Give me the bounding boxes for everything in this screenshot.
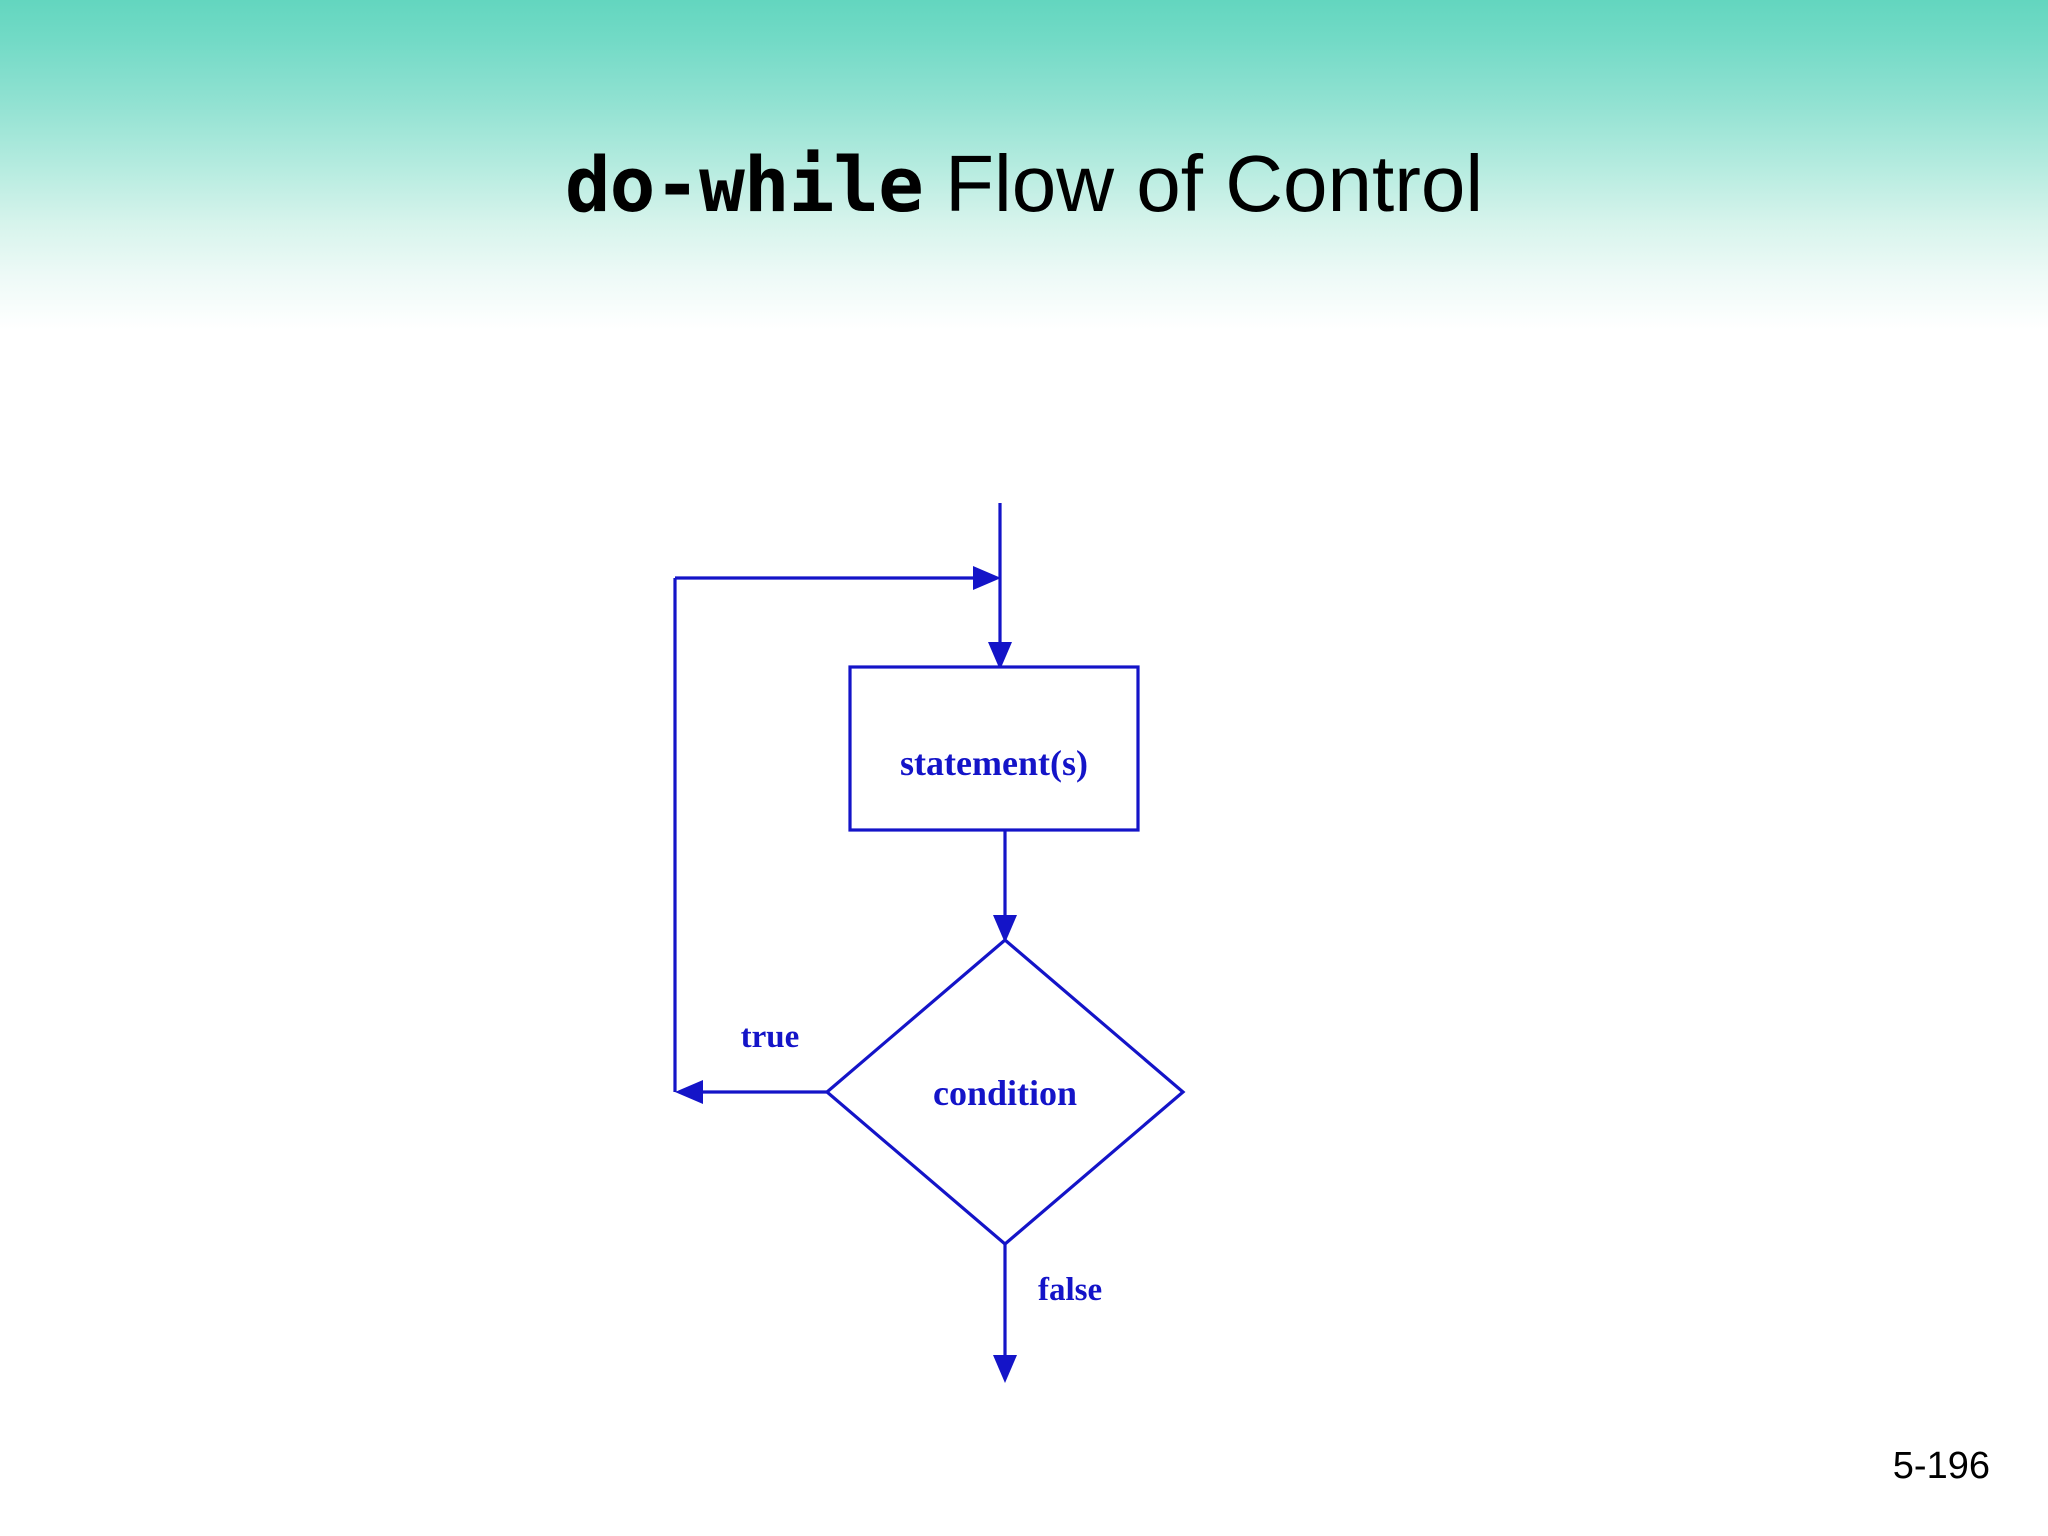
background-gradient-banner: [0, 0, 2048, 330]
false-branch-arrowhead-icon: [993, 1355, 1017, 1383]
page-number: 5-196: [1892, 1445, 1990, 1487]
page-title: do-while Flow of Control: [0, 142, 2048, 226]
entry-arrowhead-icon: [988, 642, 1012, 670]
edge-entry-to-statement: [988, 503, 1012, 670]
condition-diamond-label: condition: [933, 1073, 1077, 1113]
node-condition-diamond: condition: [824, 937, 1186, 1247]
loopback-arrowhead-icon: [973, 566, 1001, 590]
statement-to-condition-arrowhead-icon: [993, 915, 1017, 943]
true-branch-arrowhead-icon: [675, 1080, 703, 1104]
edge-statement-to-condition: [993, 830, 1017, 943]
statement-box-label: statement(s): [900, 743, 1088, 783]
title-text: Flow of Control: [922, 139, 1484, 229]
edge-label-true: true: [741, 1019, 800, 1055]
edge-condition-true-loopback: [673, 566, 1001, 1104]
title-code-keyword: do-while: [564, 140, 924, 230]
edge-label-false: false: [1038, 1272, 1102, 1308]
edge-condition-false-exit: [993, 1244, 1017, 1383]
statement-box-rect: [848, 665, 1140, 832]
node-statement-box: statement(s): [848, 665, 1140, 832]
